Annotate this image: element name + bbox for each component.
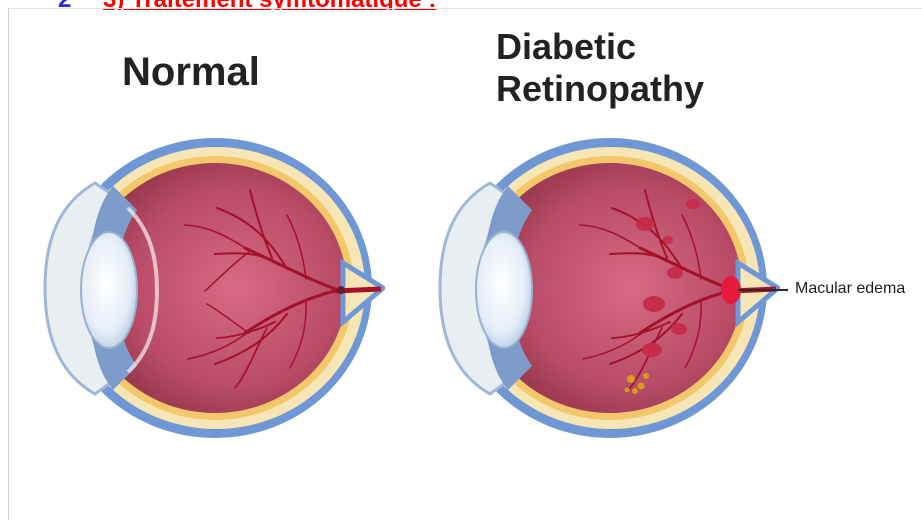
lens — [476, 232, 532, 348]
macular-edema-callout-line — [738, 289, 788, 291]
normal-title: Normal — [122, 50, 260, 94]
macular-edema-label: Macular edema — [795, 280, 905, 298]
normal-eye-illustration — [25, 128, 385, 458]
diabetic-retinopathy-eye-illustration — [420, 128, 780, 458]
lens — [81, 232, 137, 348]
diabetic-retinopathy-title: Diabetic Retinopathy — [496, 26, 756, 110]
